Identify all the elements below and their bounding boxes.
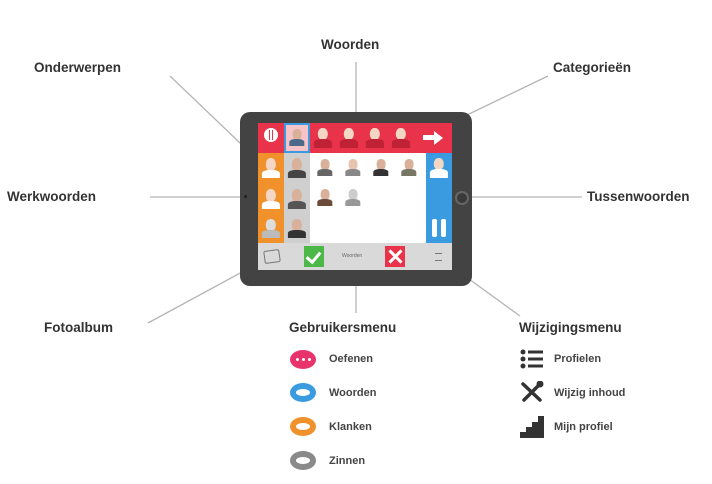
home-button[interactable] [455,191,469,205]
stairs-icon [520,416,544,438]
word-tile-2[interactable] [342,155,364,181]
topic-photo-3[interactable] [284,215,310,243]
checkmark-icon [305,247,322,265]
woorden-icon [290,383,316,402]
confirm-button[interactable] [304,246,324,267]
label-woorden: Woorden [321,37,380,52]
connector-tile-2[interactable] [426,183,452,213]
label-onderwerpen: Onderwerpen [34,60,122,75]
word-tile-5[interactable] [314,185,336,211]
photo-album-icon[interactable] [263,248,281,265]
verb-tile-1[interactable] [258,153,284,184]
list-icon [520,349,543,369]
verb-tile-3[interactable] [258,215,284,243]
word-tile-4[interactable] [398,155,420,181]
menu-icon[interactable] [435,253,442,261]
label-fotoalbum: Fotoalbum [44,320,113,335]
category-tile-1[interactable] [310,123,336,153]
label-categorieen: Categorieën [553,60,632,75]
camera [244,195,247,198]
label-gebruikersmenu: Gebruikersmenu [289,320,397,335]
menu-item-woorden[interactable]: Woorden [329,387,377,399]
label-werkwoorden: Werkwoorden [7,189,97,204]
klanken-icon [290,417,316,436]
menu-item-wijzig-inhoud[interactable]: Wijzig inhoud [554,387,626,399]
menu-item-mijn-profiel[interactable]: Mijn profiel [554,421,613,433]
connector-tile-1[interactable] [426,153,452,183]
word-tile-1[interactable] [314,155,336,181]
cancel-button[interactable] [385,246,405,267]
arrow-right-icon [423,135,435,140]
topic-photo-2[interactable] [284,184,310,215]
menu-item-klanken[interactable]: Klanken [329,421,372,433]
menu-item-oefenen[interactable]: Oefenen [329,353,374,365]
topic-photo-1[interactable] [284,153,310,184]
word-tile-3[interactable] [370,155,392,181]
fork-knife-icon [264,128,278,142]
label-tussenwoorden: Tussenwoorden [587,189,690,204]
category-tile-3[interactable] [362,123,388,153]
screen-mode-label: Woorden [342,253,363,259]
bottom-bar: Woorden [258,243,452,270]
category-eat-tile[interactable] [258,123,284,153]
connector-tile-3[interactable] [426,213,452,243]
label-wijzigingsmenu: Wijzigingsmenu [519,320,622,335]
category-tile-2[interactable] [336,123,362,153]
tools-icon [521,381,544,402]
word-tile-6[interactable] [342,185,364,211]
category-tile-4[interactable] [388,123,414,153]
menu-item-profielen[interactable]: Profielen [554,353,602,365]
topic-tile[interactable] [284,123,310,153]
verb-tile-2[interactable] [258,184,284,215]
menu-item-zinnen[interactable]: Zinnen [329,455,366,467]
zinnen-icon [290,451,316,470]
oefenen-icon [290,350,316,369]
next-arrow-tile[interactable] [414,123,452,153]
